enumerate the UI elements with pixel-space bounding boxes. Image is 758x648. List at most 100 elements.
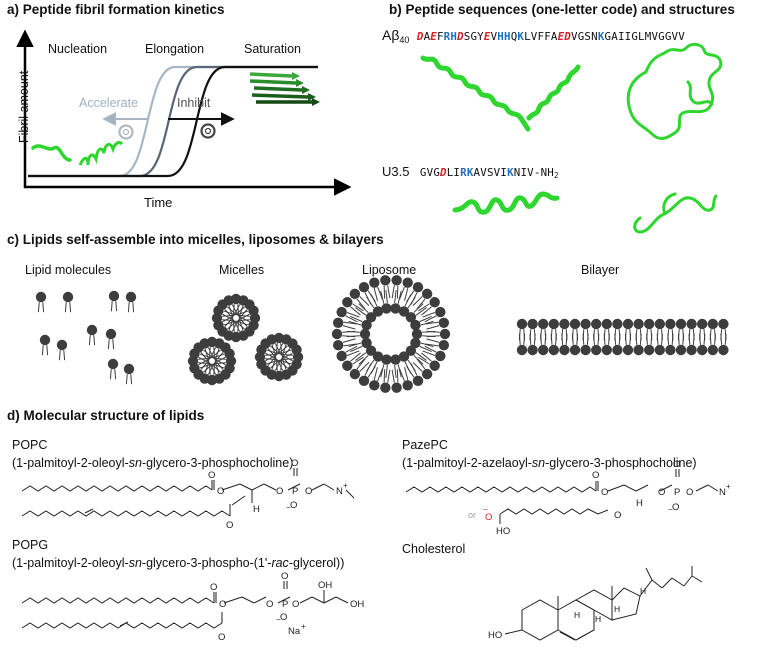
svg-text:O: O <box>281 571 288 582</box>
abeta-coil-structure <box>626 42 723 140</box>
label-liposome: Liposome <box>362 263 417 277</box>
svg-text:O: O <box>673 459 680 470</box>
svg-text:O: O <box>672 502 679 513</box>
svg-text:O: O <box>686 487 693 498</box>
panel-d-title: d) Molecular structure of lipids <box>7 408 205 423</box>
neutral-residue: V <box>490 30 498 43</box>
svg-text:N: N <box>336 486 343 497</box>
svg-text:O: O <box>217 486 224 497</box>
svg-text:O: O <box>592 470 599 481</box>
inhibitor-ring-icon <box>200 123 216 139</box>
abeta-sub: 40 <box>399 35 410 45</box>
micelle-3 <box>254 332 304 382</box>
svg-text:N: N <box>719 487 726 498</box>
curve-native <box>28 65 318 178</box>
phase-label-elongation: Elongation <box>145 42 205 56</box>
abeta-name: Aβ <box>382 27 400 43</box>
svg-text:H: H <box>636 498 643 509</box>
anionic-residue: E <box>483 30 491 43</box>
svg-text:O: O <box>226 520 233 531</box>
u35-sub: 2 <box>553 171 559 180</box>
accelerator-ring-icon <box>118 124 134 140</box>
peptide-structures <box>420 42 723 234</box>
label-lipid-molecules: Lipid molecules <box>25 263 112 277</box>
neutral-residue: LI <box>446 166 461 179</box>
u35-name: U3.5 <box>382 164 410 179</box>
kinetics-plot <box>16 29 352 196</box>
cationic-residue: RK <box>460 166 474 179</box>
neutral-residue: Q <box>510 30 518 43</box>
svg-text:O: O <box>210 582 217 593</box>
accelerate-label: Accelerate <box>79 96 139 110</box>
svg-text:H: H <box>614 604 620 614</box>
neutral-residue: LVFFA <box>524 30 558 43</box>
svg-text:O: O <box>266 599 273 610</box>
popc-fullname: (1-palmitoyl-2-oleoyl-sn-glycero-3-phosp… <box>12 456 294 470</box>
svg-text:−: − <box>276 615 281 624</box>
svg-text:H: H <box>640 586 646 596</box>
anionic-residue: D <box>440 166 447 179</box>
micelle-2 <box>187 336 237 386</box>
svg-text:OH: OH <box>318 580 332 591</box>
svg-text:O: O <box>601 487 608 498</box>
free-lipid-molecules <box>35 290 137 385</box>
neutral-residue: AVSVI <box>473 166 508 179</box>
anionic-residue: E <box>430 30 437 43</box>
neutral-residue: NIV-NH <box>513 166 554 179</box>
svg-text:−: − <box>668 505 673 514</box>
anionic-residue: ED <box>557 30 572 43</box>
svg-text:O: O <box>290 500 297 511</box>
cationic-residue: HH <box>497 30 511 43</box>
popc-name: POPC <box>12 438 48 452</box>
phase-label-saturation: Saturation <box>244 42 301 56</box>
svg-text:P: P <box>292 486 298 497</box>
svg-text:H: H <box>574 610 580 620</box>
svg-text:P: P <box>282 599 288 610</box>
neutral-residue: SGY <box>463 30 484 43</box>
svg-text:O: O <box>485 512 492 523</box>
pazepc-azelaoyl-chain <box>499 508 609 515</box>
panel-a-title: a) Peptide fibril formation kinetics <box>7 2 225 17</box>
u35-sequence: GVGDLIRKAVSVIKNIV-NH <box>420 166 554 179</box>
svg-text:H: H <box>595 614 601 624</box>
abeta-helix-structure <box>420 55 581 132</box>
pazepc-palmitoyl-chain <box>405 486 597 493</box>
helix-icon <box>78 141 124 166</box>
pazepc-fullname: (1-palmitoyl-2-azelaoyl-sn-glycero-3-pho… <box>402 456 697 470</box>
svg-text:O: O <box>292 599 299 610</box>
svg-text:O: O <box>218 632 225 643</box>
svg-text:O: O <box>305 486 312 497</box>
svg-text:O: O <box>276 486 283 497</box>
svg-text:O: O <box>280 612 287 623</box>
cationic-residue: K <box>507 166 514 179</box>
lipid-assemblies <box>35 275 729 393</box>
cholesterol-name: Cholesterol <box>402 542 466 556</box>
neutral-residue: GAIIGLMVGGVV <box>604 30 685 43</box>
popg-palmitoyl-chain <box>21 597 215 604</box>
bilayer <box>516 318 729 356</box>
x-axis-label: Time <box>144 195 173 210</box>
popc-palmitoyl-chain <box>21 485 213 492</box>
micelle-1 <box>211 293 261 343</box>
u35-helix-structure <box>452 191 560 215</box>
monomer-coil-icon <box>31 144 72 162</box>
u35-coil-structure <box>633 192 718 234</box>
anionic-residue: D <box>457 30 464 43</box>
svg-text:+: + <box>726 482 731 491</box>
anionic-residue: D <box>416 30 424 43</box>
phase-label-nucleation: Nucleation <box>48 42 108 56</box>
popg-name: POPG <box>12 538 49 552</box>
svg-text:+: + <box>301 622 306 631</box>
curve-accelerated <box>28 65 318 178</box>
cationic-residue: K <box>517 30 525 43</box>
popc-oleoyl-chain <box>21 510 231 517</box>
svg-text:H: H <box>253 504 260 515</box>
panel-c-title: c) Lipids self-assemble into micelles, l… <box>7 232 384 247</box>
neutral-residue: GVG <box>419 166 441 179</box>
svg-text:HO: HO <box>496 526 510 537</box>
svg-text:−: − <box>286 503 291 512</box>
